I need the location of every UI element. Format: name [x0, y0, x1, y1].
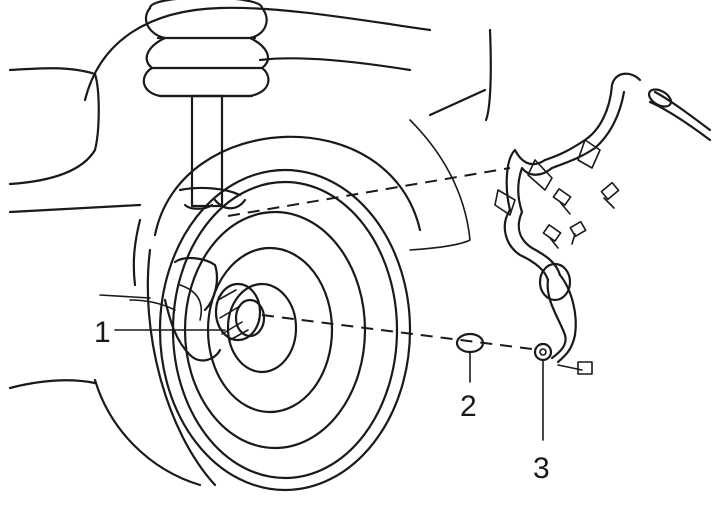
exploded-view-lines [227, 167, 541, 351]
vehicle-body [8, 6, 492, 487]
callout-label-2: 2 [460, 390, 477, 423]
bolt-d [569, 220, 587, 245]
steering-knuckle [129, 186, 247, 362]
hub-nut [214, 282, 266, 342]
callout-label-3: 3 [533, 452, 550, 485]
strut-spring [142, 0, 270, 208]
bolt-b [600, 181, 620, 209]
bolt-c [542, 224, 562, 249]
callout-leaders [114, 329, 544, 441]
callout-label-1: 1 [94, 316, 111, 349]
sensor-wiring-harness [494, 72, 712, 364]
sensor-seal [455, 332, 485, 354]
mounting-bolts [542, 181, 620, 249]
bolt-a [552, 188, 572, 215]
tire [146, 135, 422, 492]
